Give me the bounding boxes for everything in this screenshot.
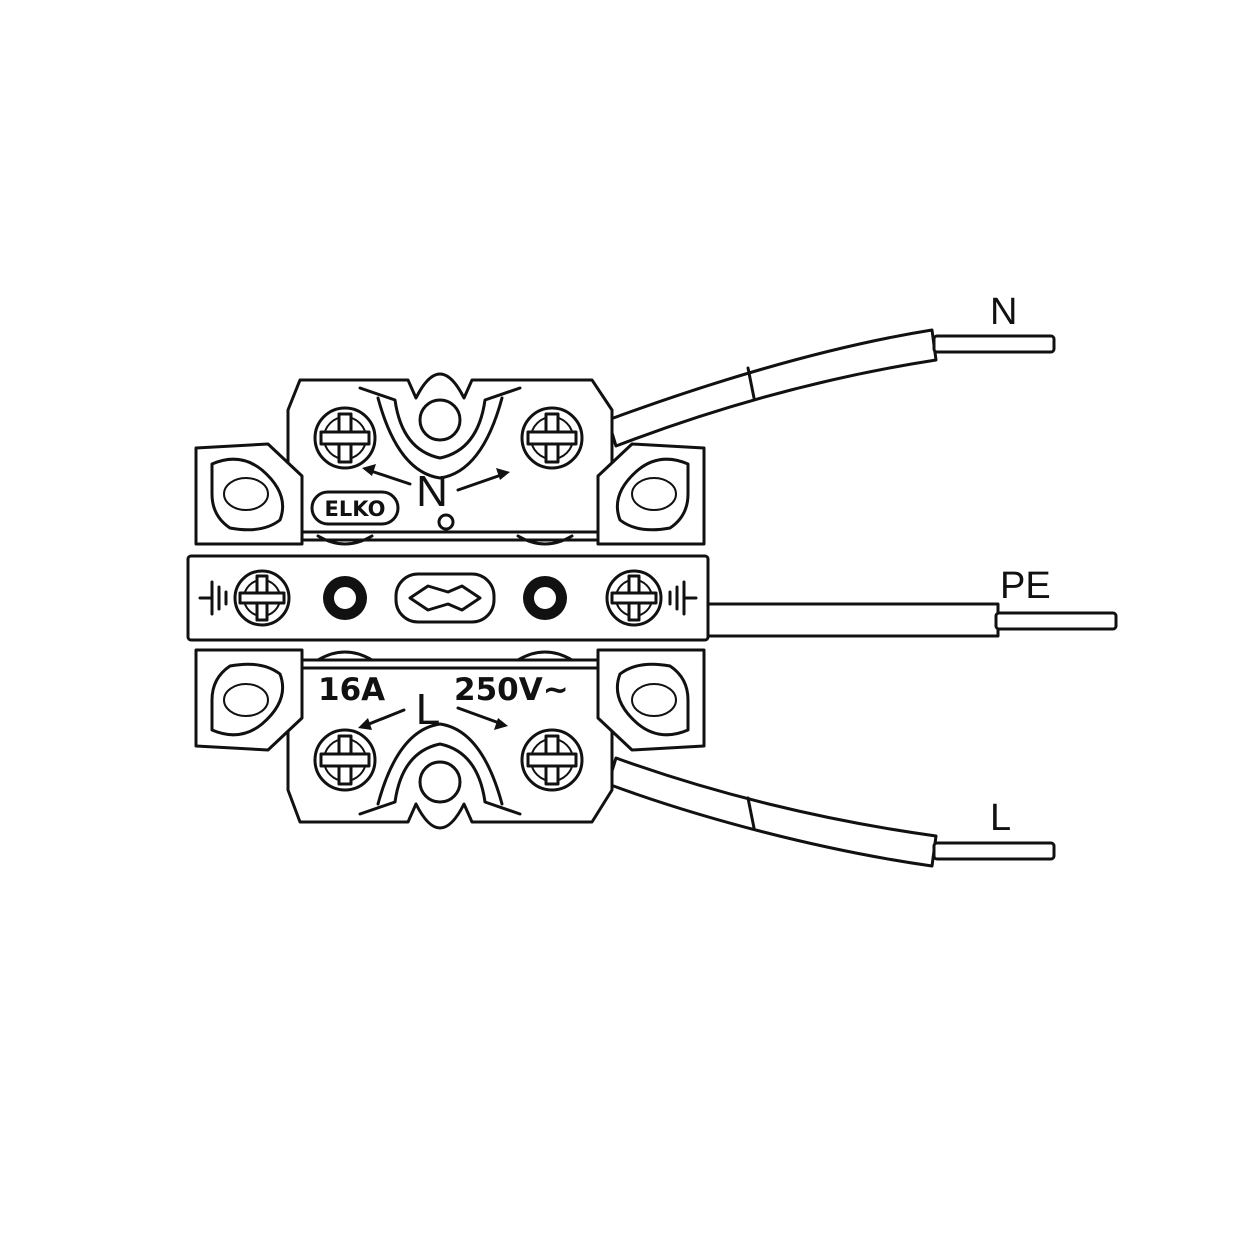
earth-screw-left-icon [233, 569, 291, 627]
pe-wire [706, 602, 1118, 638]
brand-text: ELKO [325, 497, 386, 521]
brand-logo: ELKO [310, 490, 400, 526]
earth-bar [186, 534, 710, 662]
earth-symbol-left-icon [198, 580, 228, 616]
clamp-top-right [596, 442, 706, 546]
screw-top-left-icon [313, 406, 377, 470]
top-terminal-mark: N [416, 467, 448, 516]
top-terminal-dot-icon [437, 513, 455, 531]
wire-label-n: N [990, 291, 1017, 333]
l-wire [606, 756, 1056, 868]
bottom-terminal-block [286, 658, 614, 830]
screw-bottom-left-icon [313, 728, 377, 792]
n-wire [606, 328, 1056, 448]
bottom-terminal-mark: L [416, 685, 440, 734]
bottom-arrows-icon [358, 706, 508, 730]
clamp-bottom-right [596, 648, 706, 752]
pin-hole-right [523, 576, 567, 620]
earth-screw-right-icon [605, 569, 663, 627]
voltage-rating: 250V~ [454, 672, 569, 708]
pin-hole-left [323, 576, 367, 620]
clamp-top-left [194, 442, 304, 546]
earth-symbol-right-icon [668, 580, 698, 616]
wire-label-pe: PE [1000, 565, 1051, 607]
screw-top-right-icon [520, 406, 584, 470]
top-arrows-icon [362, 464, 510, 492]
clamp-bottom-left [194, 648, 304, 752]
wire-label-l: L [990, 797, 1011, 839]
screw-bottom-right-icon [520, 728, 584, 792]
current-rating: 16A [318, 672, 385, 708]
